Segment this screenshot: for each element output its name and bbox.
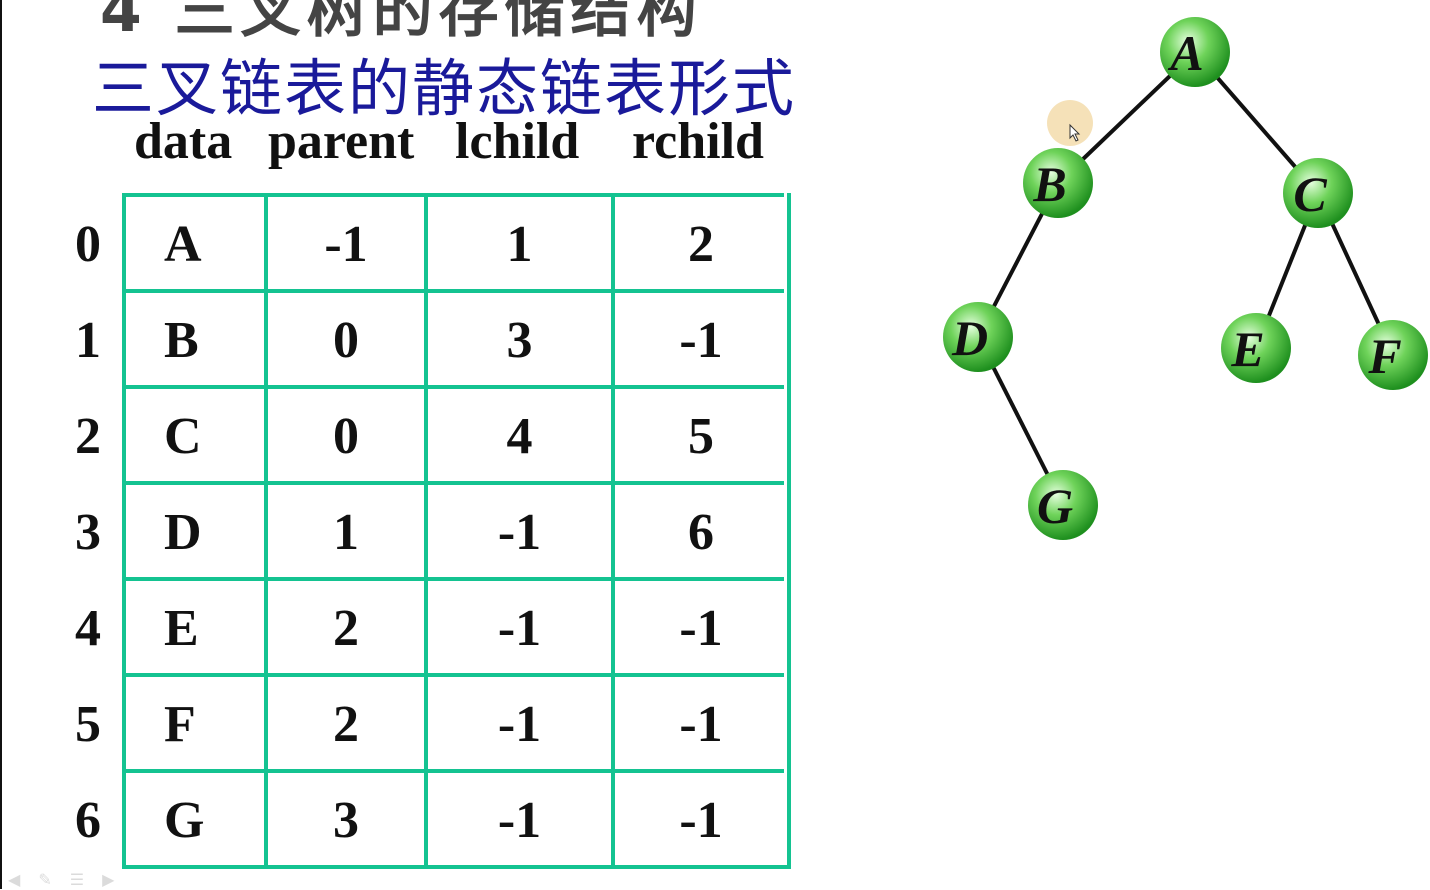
cell-data: E xyxy=(164,600,199,657)
cell-lchild: -1 xyxy=(497,696,542,753)
node-label: E xyxy=(1230,321,1264,377)
row-index: 5 xyxy=(75,696,101,753)
tree-node-C: C xyxy=(1283,158,1353,228)
cell-lchild: 4 xyxy=(506,408,533,465)
cell-data: C xyxy=(164,408,202,465)
slide-title: 三叉链表的静态链表形式 xyxy=(92,52,797,125)
cursor-highlight xyxy=(1047,100,1093,146)
next-icon[interactable]: ▶ xyxy=(102,872,115,889)
table-col-divider xyxy=(122,193,126,869)
row-index: 3 xyxy=(75,504,101,561)
node-label: A xyxy=(1167,25,1203,81)
cell-rchild: 2 xyxy=(688,216,714,273)
table-row-divider xyxy=(122,193,784,197)
tree-node-F: F xyxy=(1358,320,1428,390)
row-index: 1 xyxy=(75,312,101,369)
tree-node-D: D xyxy=(943,302,1013,372)
cell-parent: -1 xyxy=(324,216,368,273)
node-circle xyxy=(1028,470,1098,540)
table-row-divider xyxy=(122,289,784,293)
cell-lchild: -1 xyxy=(497,600,542,657)
node-circle xyxy=(1283,158,1353,228)
cell-data: A xyxy=(164,216,202,273)
cell-rchild: -1 xyxy=(679,600,723,657)
node-circle xyxy=(1221,313,1291,383)
cell-data: B xyxy=(164,312,199,369)
cell-data: G xyxy=(164,792,205,849)
col-header-lchild: lchild xyxy=(455,113,580,170)
col-header-rchild: rchild xyxy=(632,113,764,170)
row-index: 4 xyxy=(75,600,101,657)
cell-parent: 0 xyxy=(333,408,359,465)
cell-lchild: -1 xyxy=(497,792,542,849)
tree-node-A: A xyxy=(1160,17,1230,87)
cell-rchild: -1 xyxy=(679,696,723,753)
tree-node-B: B xyxy=(1023,148,1093,218)
cell-lchild: 3 xyxy=(506,312,533,369)
node-circle xyxy=(943,302,1013,372)
cell-parent: 3 xyxy=(333,792,359,849)
cell-parent: 2 xyxy=(333,600,359,657)
table-row-divider xyxy=(122,865,791,869)
table-row-divider xyxy=(122,577,784,581)
cell-data: F xyxy=(164,696,196,753)
prev-icon[interactable]: ◀ xyxy=(8,872,21,889)
col-header-parent: parent xyxy=(268,113,415,170)
table-row-divider xyxy=(122,769,784,773)
node-label: F xyxy=(1367,328,1401,384)
tree-node-G: G xyxy=(1028,470,1098,540)
node-label: G xyxy=(1037,478,1073,534)
cell-lchild: -1 xyxy=(497,504,542,561)
node-label: C xyxy=(1293,166,1327,222)
table-col-divider xyxy=(787,193,791,869)
cell-rchild: 6 xyxy=(688,504,714,561)
table-row-divider xyxy=(122,385,784,389)
table-col-divider xyxy=(264,193,268,869)
cell-lchild: 1 xyxy=(506,216,533,273)
table-row-divider xyxy=(122,673,784,677)
row-index: 6 xyxy=(75,792,101,849)
cell-rchild: 5 xyxy=(688,408,714,465)
node-label: B xyxy=(1032,156,1066,212)
cell-parent: 0 xyxy=(333,312,359,369)
cut-off-heading: 4 三叉树的存储结构 xyxy=(100,0,703,46)
node-circle xyxy=(1160,17,1230,87)
table-row-divider xyxy=(122,481,784,485)
node-circle xyxy=(1023,148,1093,218)
menu-icon[interactable]: ☰ xyxy=(69,872,85,889)
node-circle xyxy=(1358,320,1428,390)
cell-parent: 2 xyxy=(333,696,359,753)
slide-nav-icons: ◀ ✎ ☰ ▶ xyxy=(8,870,114,890)
node-label: D xyxy=(951,310,988,366)
cell-rchild: -1 xyxy=(679,312,723,369)
table-col-divider xyxy=(424,193,428,869)
window-edge xyxy=(0,0,2,889)
cell-data: D xyxy=(164,504,202,561)
table-col-divider xyxy=(611,193,615,869)
row-index: 0 xyxy=(75,216,101,273)
cell-rchild: -1 xyxy=(679,792,723,849)
row-index: 2 xyxy=(75,408,101,465)
col-header-data: data xyxy=(134,113,233,170)
cell-parent: 1 xyxy=(333,504,359,561)
mouse-cursor-icon xyxy=(1069,123,1081,142)
tree-node-E: E xyxy=(1221,313,1291,383)
pen-icon[interactable]: ✎ xyxy=(38,872,52,889)
